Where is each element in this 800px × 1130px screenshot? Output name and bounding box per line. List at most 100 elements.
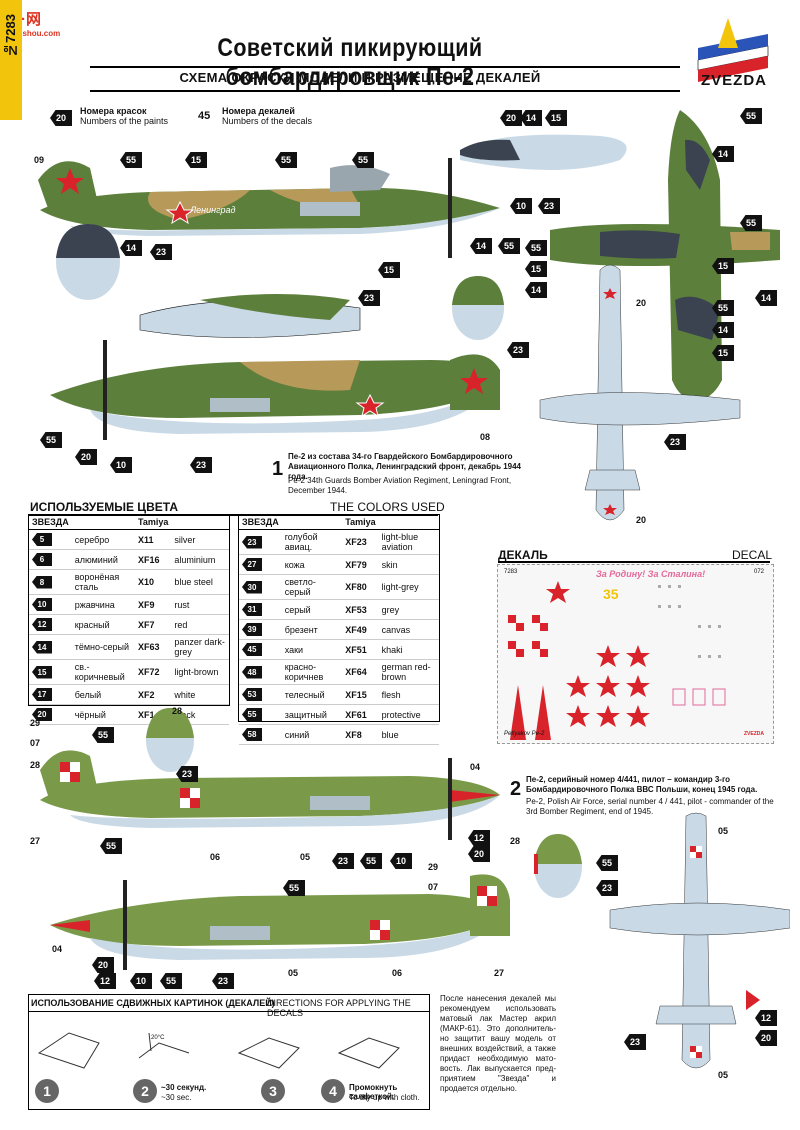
callout: 23 — [538, 198, 560, 214]
decal-sheet-art: 35 — [508, 581, 726, 740]
callout: 15 — [185, 152, 207, 168]
scheme2-nose-front-2 — [534, 834, 582, 898]
callout-label: 07 — [30, 738, 41, 748]
callout: 10 — [390, 853, 412, 869]
paint-name-en: panzer dark- grey — [171, 634, 229, 660]
step2-en: ~30 sec. — [161, 1093, 192, 1102]
callout: 23 — [176, 766, 198, 782]
callout-badge: 20 — [92, 957, 114, 973]
callout: 55 — [740, 215, 762, 231]
tamiya-code: XF72 — [135, 659, 172, 685]
decal-sheet: 7283 072 За Родину! За Сталина! 35 — [497, 564, 774, 744]
callout: 10 — [510, 198, 532, 214]
callout: 15 — [525, 261, 547, 277]
callout: 10 — [130, 973, 152, 989]
callout-badge: 23 — [507, 342, 529, 358]
paint-name-ru: серебро — [71, 529, 136, 550]
paint-name-ru: чёрный — [71, 704, 136, 725]
callout-badge: 15 — [525, 261, 547, 277]
callout-label: 04 — [470, 762, 481, 772]
paint-name-en: khaki — [378, 639, 439, 660]
paint-label-en: Numbers of the paints — [80, 116, 169, 126]
paint-number: 39 — [242, 623, 262, 636]
plane-top-view — [550, 110, 780, 400]
callout: 23 — [150, 244, 172, 260]
callout: 14 — [712, 146, 734, 162]
tamiya-code: XF51 — [342, 639, 379, 660]
paint-name-en: skin — [378, 554, 439, 575]
paint-name-ru: белый — [71, 684, 136, 705]
callout: 14 — [755, 290, 777, 306]
tamiya-code: XF79 — [342, 554, 379, 575]
tamiya-code: XF49 — [342, 619, 379, 640]
paint-number: 31 — [242, 603, 262, 616]
callout-badge: 55 — [283, 880, 305, 896]
scheme1-side-view-2 — [50, 340, 500, 440]
decal-divider — [498, 561, 770, 563]
callout: 14 — [520, 110, 542, 126]
scheme1-illustration: Ленинград — [38, 158, 504, 440]
paint-name-en: white — [171, 684, 229, 705]
step-2: 2 — [133, 1079, 157, 1103]
callout-label: 05 — [300, 852, 311, 862]
tamiya-code: XF7 — [135, 614, 172, 635]
paint-number: 15 — [32, 665, 52, 679]
paint-number: 23 — [242, 535, 262, 549]
paint-number: 30 — [242, 580, 262, 594]
paint-number: 58 — [242, 728, 262, 741]
tamiya-code: XF80 — [342, 574, 379, 600]
paint-number: 53 — [242, 688, 262, 701]
instructions-heading-ru: ИСПОЛЬЗОВАНИЕ СДВИЖНЫХ КАРТИНОК (ДЕКАЛЕЙ… — [31, 998, 275, 1008]
callout-badge: 20 — [500, 110, 522, 126]
callout-badge: 23 — [664, 434, 686, 450]
paint-name-ru: красно-коричнев — [281, 659, 343, 685]
step-4: 4 — [321, 1079, 345, 1103]
callout-badge: 15 — [185, 152, 207, 168]
paint-name-en: rust — [171, 594, 229, 615]
callout: 14 — [525, 282, 547, 298]
callout: 55 — [596, 855, 618, 871]
callout: 23 — [596, 880, 618, 896]
legend-paints: 20 Номера красок Numbers of the paints — [50, 106, 168, 126]
scheme1-fuselage-text: Ленинград — [189, 205, 236, 215]
callout: 15 — [378, 262, 400, 278]
paint-name-en: light-blue aviation — [378, 529, 439, 555]
title-divider — [90, 66, 680, 68]
callout: 14 — [470, 238, 492, 254]
callout-badge: 10 — [110, 457, 132, 473]
callout-label: 05 — [288, 968, 299, 978]
paint-name-ru: тёмно-серый — [71, 634, 136, 660]
paint-name-ru: защитный — [281, 704, 343, 725]
callout: 23 — [664, 434, 686, 450]
callout-badge: 14 — [120, 240, 142, 256]
callout: 14 — [120, 240, 142, 256]
callout-badge: 55 — [360, 853, 382, 869]
tamiya-code: XF2 — [135, 684, 172, 705]
decal-sheet-code: 7283 — [504, 569, 518, 575]
callout-label: 27 — [494, 968, 505, 978]
callout-badge: 14 — [470, 238, 492, 254]
paint-number: 10 — [32, 598, 52, 611]
callout: 12 — [755, 1010, 777, 1026]
decal-heading-en: DECAL — [732, 548, 773, 562]
callout-badge: 55 — [740, 108, 762, 124]
callout-badge: 55 — [596, 855, 618, 871]
callout-badge: 23 — [538, 198, 560, 214]
svg-text:35: 35 — [603, 586, 619, 602]
paint-number: 6 — [32, 553, 52, 566]
callout-badge: 14 — [520, 110, 542, 126]
scheme1-caption-ru: Пе-2 из состава 34-го Гвардейского Бомба… — [288, 452, 521, 481]
tamiya-code: X11 — [135, 529, 172, 550]
callout: 23 — [358, 290, 380, 306]
paint-number: 45 — [242, 643, 262, 656]
scheme2-illustration — [40, 708, 510, 970]
callout: 12 — [94, 973, 116, 989]
callout-label: 04 — [52, 944, 63, 954]
